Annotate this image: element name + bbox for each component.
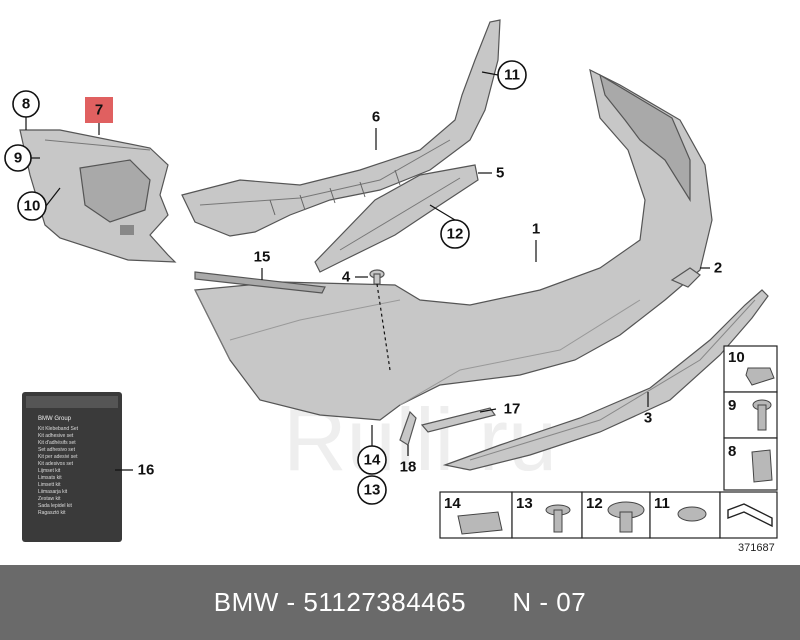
svg-text:Liimasarja kit: Liimasarja kit [38,489,68,495]
callout-2-label: 2 [714,260,722,277]
strip-part-17 [420,407,496,433]
callout-9-label: 9 [14,150,22,167]
reinforcement-part-5 [314,164,479,273]
legend-box-8-label: 8 [728,443,736,460]
svg-text:Sada lepidel kit: Sada lepidel kit [38,503,73,509]
legend-box-9-label: 9 [728,397,736,414]
svg-text:Zestaw kit: Zestaw kit [38,496,61,502]
diffuser-part-3 [442,289,769,471]
svg-text:Ragasztó kit: Ragasztó kit [38,510,66,516]
callout-18-label: 18 [400,459,417,476]
carrier-part-6 [181,19,501,237]
callout-16-label: 16 [138,462,155,479]
trim-part-18 [399,410,417,446]
svg-text:Kit d'adhésifs set: Kit d'adhésifs set [38,440,76,446]
clip-part-2 [670,267,701,288]
screw-part-4 [369,269,385,285]
svg-text:Limsats kit: Limsats kit [38,475,62,481]
kit-brand: BMW Group [38,416,72,422]
legend-bottom: 14 13 12 11 [439,491,778,539]
strip-part-15 [194,271,326,294]
callout-6-label: 6 [372,109,380,126]
bumper-part-1 [194,68,713,421]
diagram-number: 371687 [738,542,775,554]
kit-part-16: BMW Group Kit Klebeband Set Kit adhesive… [22,392,122,542]
footer-bar: BMW - 51127384465 N - 07 [0,565,800,640]
callout-15-label: 15 [254,249,271,266]
legend-box-12-label: 12 [586,495,603,512]
svg-text:Kit Klebeband Set: Kit Klebeband Set [38,426,79,432]
legend-box-10-label: 10 [728,349,745,366]
callout-13-label: 13 [364,482,381,499]
callout-5-label: 5 [496,165,504,182]
svg-text:Kit adesivos set: Kit adesivos set [38,461,74,467]
svg-text:Set adhesivo set: Set adhesivo set [38,447,76,453]
callout-3-label: 3 [644,410,652,427]
parts-diagram: Rulli.ru [4,19,778,554]
bracket-part-7 [19,129,177,263]
callout-8-label: 8 [22,96,30,113]
footer-text: BMW - 51127384465 N - 07 [213,587,587,617]
svg-text:Kit per adesivi set: Kit per adesivi set [38,454,78,460]
callout-14-label: 14 [364,452,381,469]
legend-box-13[interactable] [511,491,583,539]
legend-box-11-label: 11 [654,495,670,512]
callout-7-highlight[interactable] [85,97,113,123]
svg-text:Lijmset kit: Lijmset kit [38,468,61,474]
callout-17-label: 17 [504,401,521,418]
legend-box-14-label: 14 [444,495,461,512]
svg-text:Limsett kit: Limsett kit [38,482,61,488]
callout-1-label: 1 [532,221,540,238]
svg-text:Kit adhesive set: Kit adhesive set [38,433,74,439]
callout-13[interactable] [357,475,387,505]
callout-7-label: 7 [95,102,103,119]
callout-10-label: 10 [24,198,41,215]
assembly-dashed-line [376,283,391,371]
callout-4-label: 4 [342,269,351,286]
kit-lines: Kit Klebeband Set Kit adhesive set Kit d… [38,426,79,516]
legend-box-13-label: 13 [516,495,533,512]
legend-right: 10 9 8 [723,345,778,491]
callout-11-label: 11 [504,67,520,84]
callout-12-label: 12 [447,226,464,243]
